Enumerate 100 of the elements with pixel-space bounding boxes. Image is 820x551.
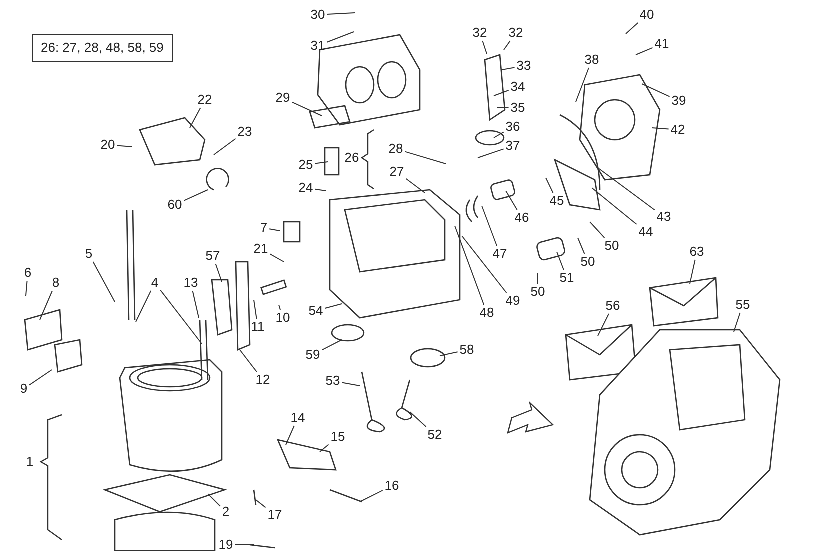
- leader-line: [326, 12, 356, 15]
- callout-number: 46: [514, 211, 530, 225]
- callout-number: 6: [23, 266, 33, 280]
- callout-number: 27: [388, 165, 406, 179]
- callout-number: 22: [196, 93, 214, 107]
- callout-number: 38: [584, 53, 600, 67]
- callout-number: 53: [324, 374, 342, 388]
- leader-line: [690, 260, 696, 284]
- leader-line: [314, 188, 326, 192]
- callout-number: 39: [670, 94, 688, 108]
- leader-line: [184, 190, 208, 202]
- leader-line: [546, 178, 554, 194]
- callout-number: 7: [259, 221, 269, 235]
- leader-line: [462, 236, 508, 294]
- leader-line: [269, 228, 280, 232]
- callout-number: 19: [218, 538, 234, 551]
- leader-line: [192, 290, 200, 318]
- callout-number: 41: [654, 37, 670, 51]
- callout-number: 32: [508, 26, 524, 40]
- leader-line: [482, 40, 488, 54]
- callout-number: 36: [504, 120, 522, 134]
- leader-line: [286, 426, 295, 446]
- leader-line: [642, 84, 670, 98]
- leader-line: [360, 490, 384, 502]
- leader-line: [454, 226, 485, 306]
- callout-number: 33: [516, 59, 532, 73]
- callout-number: 20: [100, 138, 116, 152]
- callout-number: 8: [51, 276, 61, 290]
- callout-number: 58: [458, 343, 476, 357]
- callout-number: 12: [254, 373, 272, 387]
- leader-line: [626, 22, 639, 34]
- leader-line: [652, 128, 670, 130]
- leader-line: [160, 290, 202, 344]
- leader-line: [254, 300, 258, 320]
- callout-number: 2: [221, 505, 231, 519]
- leader-line: [592, 188, 638, 225]
- callout-number: 43: [656, 210, 672, 224]
- leader-line: [494, 90, 510, 96]
- leader-line: [342, 382, 360, 386]
- leader-line: [410, 412, 427, 428]
- callout-number: 31: [310, 39, 326, 53]
- leader-line: [26, 280, 28, 296]
- leader-line: [440, 352, 458, 356]
- callout-number: 4: [150, 276, 160, 290]
- leader-line: [578, 238, 586, 254]
- leader-line: [478, 148, 504, 158]
- callout-number: 50: [530, 285, 546, 299]
- leader-line: [556, 252, 564, 270]
- reference-box: 26: 27, 28, 48, 58, 59: [32, 34, 173, 62]
- leader-line: [502, 67, 516, 70]
- leader-line: [214, 138, 236, 156]
- leader-line: [504, 40, 511, 50]
- callout-number: 34: [510, 80, 526, 94]
- callout-number: 1: [25, 455, 35, 469]
- leader-line: [92, 262, 116, 302]
- callout-number: 35: [510, 101, 526, 115]
- leader-line: [734, 312, 741, 332]
- leader-line: [636, 47, 654, 56]
- callout-number: 56: [604, 299, 622, 313]
- leader-line: [314, 162, 328, 164]
- leader-line: [320, 444, 330, 452]
- leader-line: [322, 340, 342, 351]
- callout-number: 50: [604, 239, 620, 253]
- leader-line: [324, 304, 342, 309]
- callout-number: 10: [274, 311, 292, 325]
- callout-number: 54: [308, 304, 324, 318]
- callout-number: 16: [384, 479, 400, 493]
- callout-number: 5: [84, 247, 94, 261]
- callout-number: 44: [638, 225, 654, 239]
- leader-line: [506, 190, 518, 210]
- callout-number: 57: [204, 249, 222, 263]
- leader-line: [598, 168, 656, 211]
- callout-number: 40: [638, 8, 656, 22]
- leader-line: [494, 132, 504, 138]
- leader-line: [136, 290, 152, 322]
- callout-number: 52: [426, 428, 444, 442]
- leader-line: [190, 108, 202, 128]
- callout-number: 26: [344, 151, 360, 165]
- leader-line: [29, 370, 52, 386]
- callout-number: 15: [330, 430, 346, 444]
- callout-number: 51: [558, 271, 576, 285]
- leader-line: [40, 290, 53, 320]
- callout-number: 14: [290, 411, 306, 425]
- callout-number: 50: [580, 255, 596, 269]
- callout-number: 24: [298, 181, 314, 195]
- callout-number: 9: [19, 382, 29, 396]
- callout-number: 48: [478, 306, 496, 320]
- leader-line: [116, 145, 132, 148]
- callout-number: 21: [252, 242, 270, 256]
- callout-number: 13: [182, 276, 200, 290]
- leader-line: [326, 32, 354, 43]
- callout-number: 28: [388, 142, 404, 156]
- leader-line: [234, 544, 254, 546]
- leader-line: [406, 178, 426, 194]
- callout-number: 47: [492, 247, 508, 261]
- callout-number: 63: [688, 245, 706, 259]
- leader-line: [292, 102, 322, 116]
- leader-line: [482, 206, 498, 246]
- leader-line: [240, 350, 258, 372]
- callout-number: 17: [266, 508, 284, 522]
